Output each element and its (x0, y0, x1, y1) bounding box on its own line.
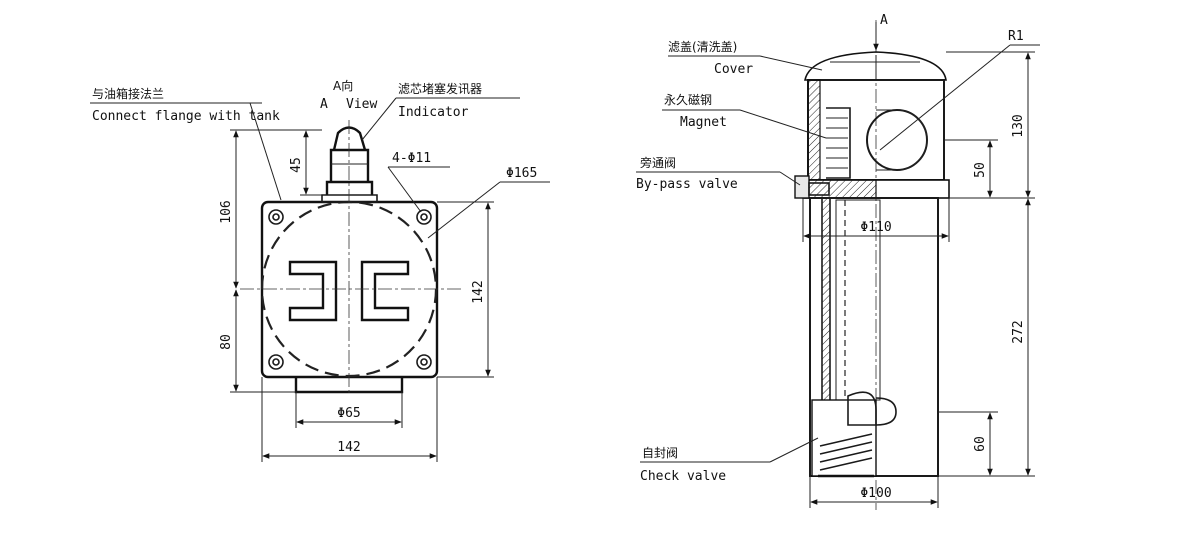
dim-phi110: Φ110 (860, 220, 891, 235)
magnet-assembly (826, 107, 851, 179)
dim-holes: 4-Φ11 (392, 151, 431, 166)
dim-phi165: Φ165 (506, 166, 537, 181)
label-flange-en: Connect flange with tank (92, 109, 280, 124)
dim-r1: R1 (1008, 29, 1024, 44)
dim-phi100: Φ100 (860, 486, 891, 501)
bypass-valve (794, 175, 830, 199)
mounting-holes (268, 209, 432, 370)
dim-60: 60 (973, 436, 988, 452)
indicator-top (321, 126, 378, 203)
label-magnet-cn: 永久磁钢 (664, 92, 712, 107)
label-view-a: A (320, 97, 328, 112)
dim-106: 106 (219, 200, 234, 223)
label-bypass-cn: 旁通阀 (640, 155, 676, 170)
check-valve (811, 391, 897, 478)
label-indicator-cn: 滤芯堵塞发讯器 (398, 81, 482, 96)
label-view-en: View (346, 97, 377, 112)
dim-130: 130 (1011, 114, 1026, 137)
label-check-en: Check valve (640, 469, 726, 484)
label-cover-cn: 滤盖(清洗盖) (668, 40, 737, 54)
left-view: 45 106 80 142 Φ65 142 与油箱接法兰 Connect fla… (90, 78, 550, 462)
dim-phi65: Φ65 (337, 406, 360, 421)
label-indicator-en: Indicator (398, 105, 469, 120)
dim-80: 80 (219, 334, 234, 350)
dim-50: 50 (973, 162, 988, 178)
dim-272: 272 (1011, 320, 1026, 343)
label-magnet-en: Magnet (680, 115, 727, 130)
dim-142-horizontal: 142 (337, 440, 360, 455)
label-a-top: A (880, 13, 888, 28)
dim-45: 45 (289, 157, 304, 173)
label-flange-cn: 与油箱接法兰 (92, 86, 164, 101)
label-check-cn: 自封阀 (642, 446, 678, 460)
slot-pattern (288, 260, 410, 322)
dim-142-vertical: 142 (471, 280, 486, 303)
label-bypass-en: By-pass valve (636, 177, 738, 192)
right-view: A R1 (636, 13, 1040, 510)
label-view-cn: A向 (333, 78, 353, 93)
label-cover-en: Cover (714, 62, 753, 77)
